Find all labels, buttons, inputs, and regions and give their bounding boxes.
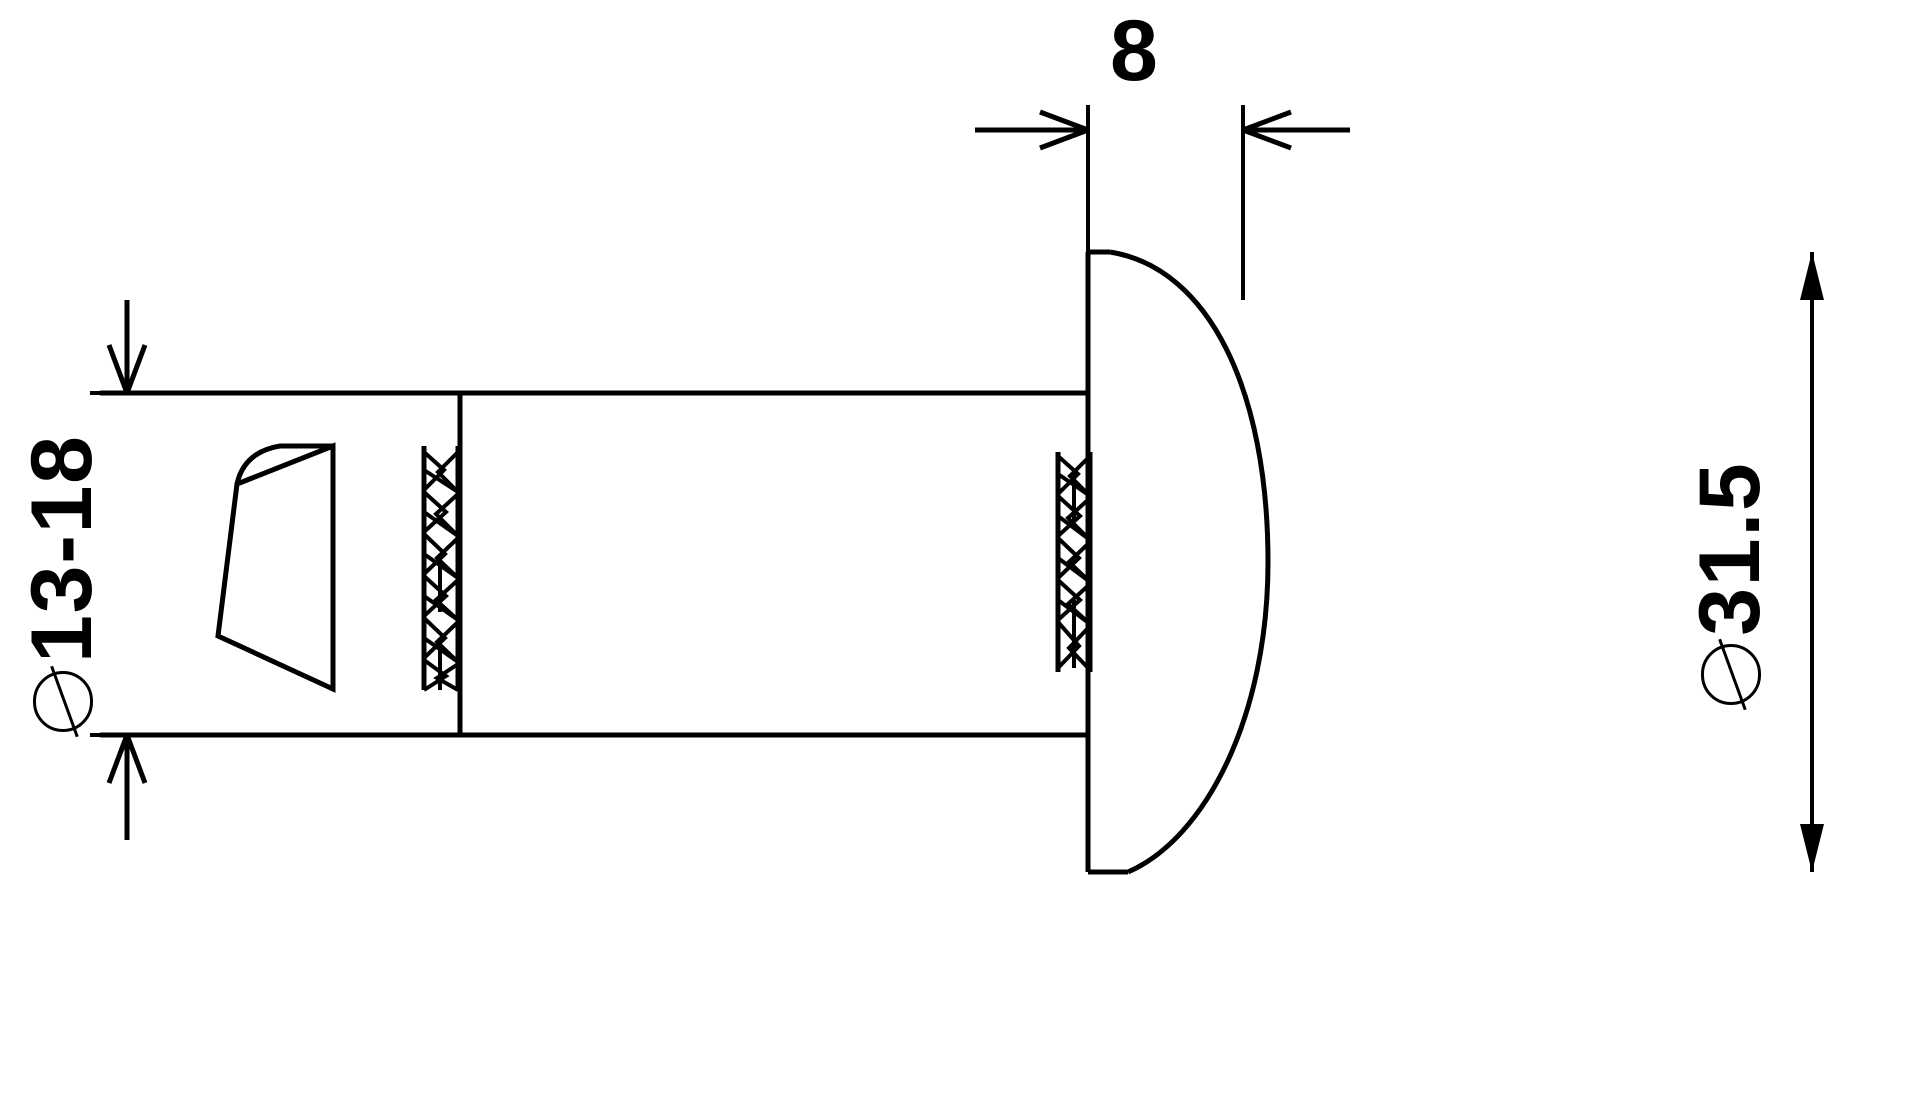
dimension-label-thickness: 8 <box>1110 3 1160 99</box>
dimension-right-diameter <box>1800 252 1824 872</box>
arrowhead-top-right <box>1242 109 1292 151</box>
head-crescent-profile <box>1109 249 1271 875</box>
arrowhead-left-top <box>106 344 148 394</box>
side-section-view <box>100 390 1093 738</box>
head-profile-view <box>1085 249 1271 875</box>
conical-tip-top-fillet <box>234 443 333 485</box>
diameter-icon-left <box>33 671 93 731</box>
dimension-value-shaft-diameter: 13-18 <box>14 434 110 663</box>
arrowhead-left-bottom <box>106 734 148 784</box>
diameter-icon-right <box>1701 644 1761 704</box>
dimension-top-8 <box>975 105 1350 318</box>
arrowhead-right-top <box>1800 252 1824 300</box>
arrowhead-top-left <box>1039 109 1089 151</box>
knurl-pattern-left <box>422 450 460 692</box>
arrowhead-right-bottom <box>1800 824 1824 872</box>
dimension-label-shaft-diameter: 13-18 <box>14 373 110 793</box>
dimension-left-diameter <box>90 300 470 840</box>
dimension-label-head-diameter: 31.5 <box>1682 373 1778 793</box>
dimension-value-head-diameter: 31.5 <box>1682 461 1778 636</box>
knurl-pattern-right <box>1056 454 1092 672</box>
